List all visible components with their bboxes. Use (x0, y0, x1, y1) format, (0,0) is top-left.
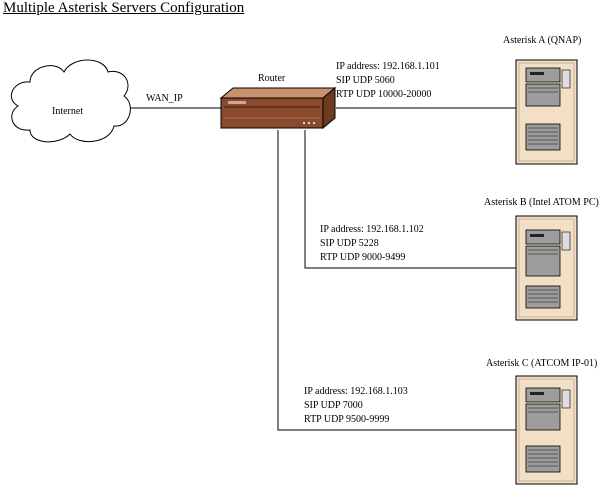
server-a-icon (515, 59, 578, 165)
connection-lines (123, 107, 516, 431)
server-a-sip: SIP UDP 5060 (336, 75, 395, 86)
router-icon (219, 86, 337, 130)
server-c-name: Asterisk C (ATCOM IP-01) (486, 358, 598, 369)
server-b-config: IP address: 192.168.1.102 SIP UDP 5228 R… (320, 223, 424, 265)
server-b-rtp: RTP UDP 9000-9499 (320, 252, 406, 263)
server-a-rtp: RTP UDP 10000-20000 (336, 89, 432, 100)
server-c-sip: SIP UDP 7000 (304, 400, 363, 411)
server-c-rtp: RTP UDP 9500-9999 (304, 414, 390, 425)
server-c-config: IP address: 192.168.1.103 SIP UDP 7000 R… (304, 385, 408, 427)
link-router-server-c (277, 130, 516, 431)
diagram-title: Multiple Asterisk Servers Configuration (3, 0, 245, 16)
internet-label: Internet (52, 106, 84, 117)
server-b-sip: SIP UDP 5228 (320, 238, 379, 249)
server-b-name: Asterisk B (Intel ATOM PC) (484, 197, 599, 208)
link-router-server-b (304, 130, 516, 269)
internet-cloud-icon (10, 59, 131, 143)
router-label: Router (258, 73, 286, 84)
server-b-icon (515, 215, 578, 321)
server-a-config: IP address: 192.168.1.101 SIP UDP 5060 R… (336, 60, 440, 102)
server-a-ip: IP address: 192.168.1.101 (336, 61, 440, 72)
server-b-ip: IP address: 192.168.1.102 (320, 224, 424, 235)
server-c-ip: IP address: 192.168.1.103 (304, 386, 408, 397)
server-c-icon (515, 375, 578, 485)
wan-label: WAN_IP (146, 93, 183, 104)
server-a-name: Asterisk A (QNAP) (503, 35, 582, 46)
